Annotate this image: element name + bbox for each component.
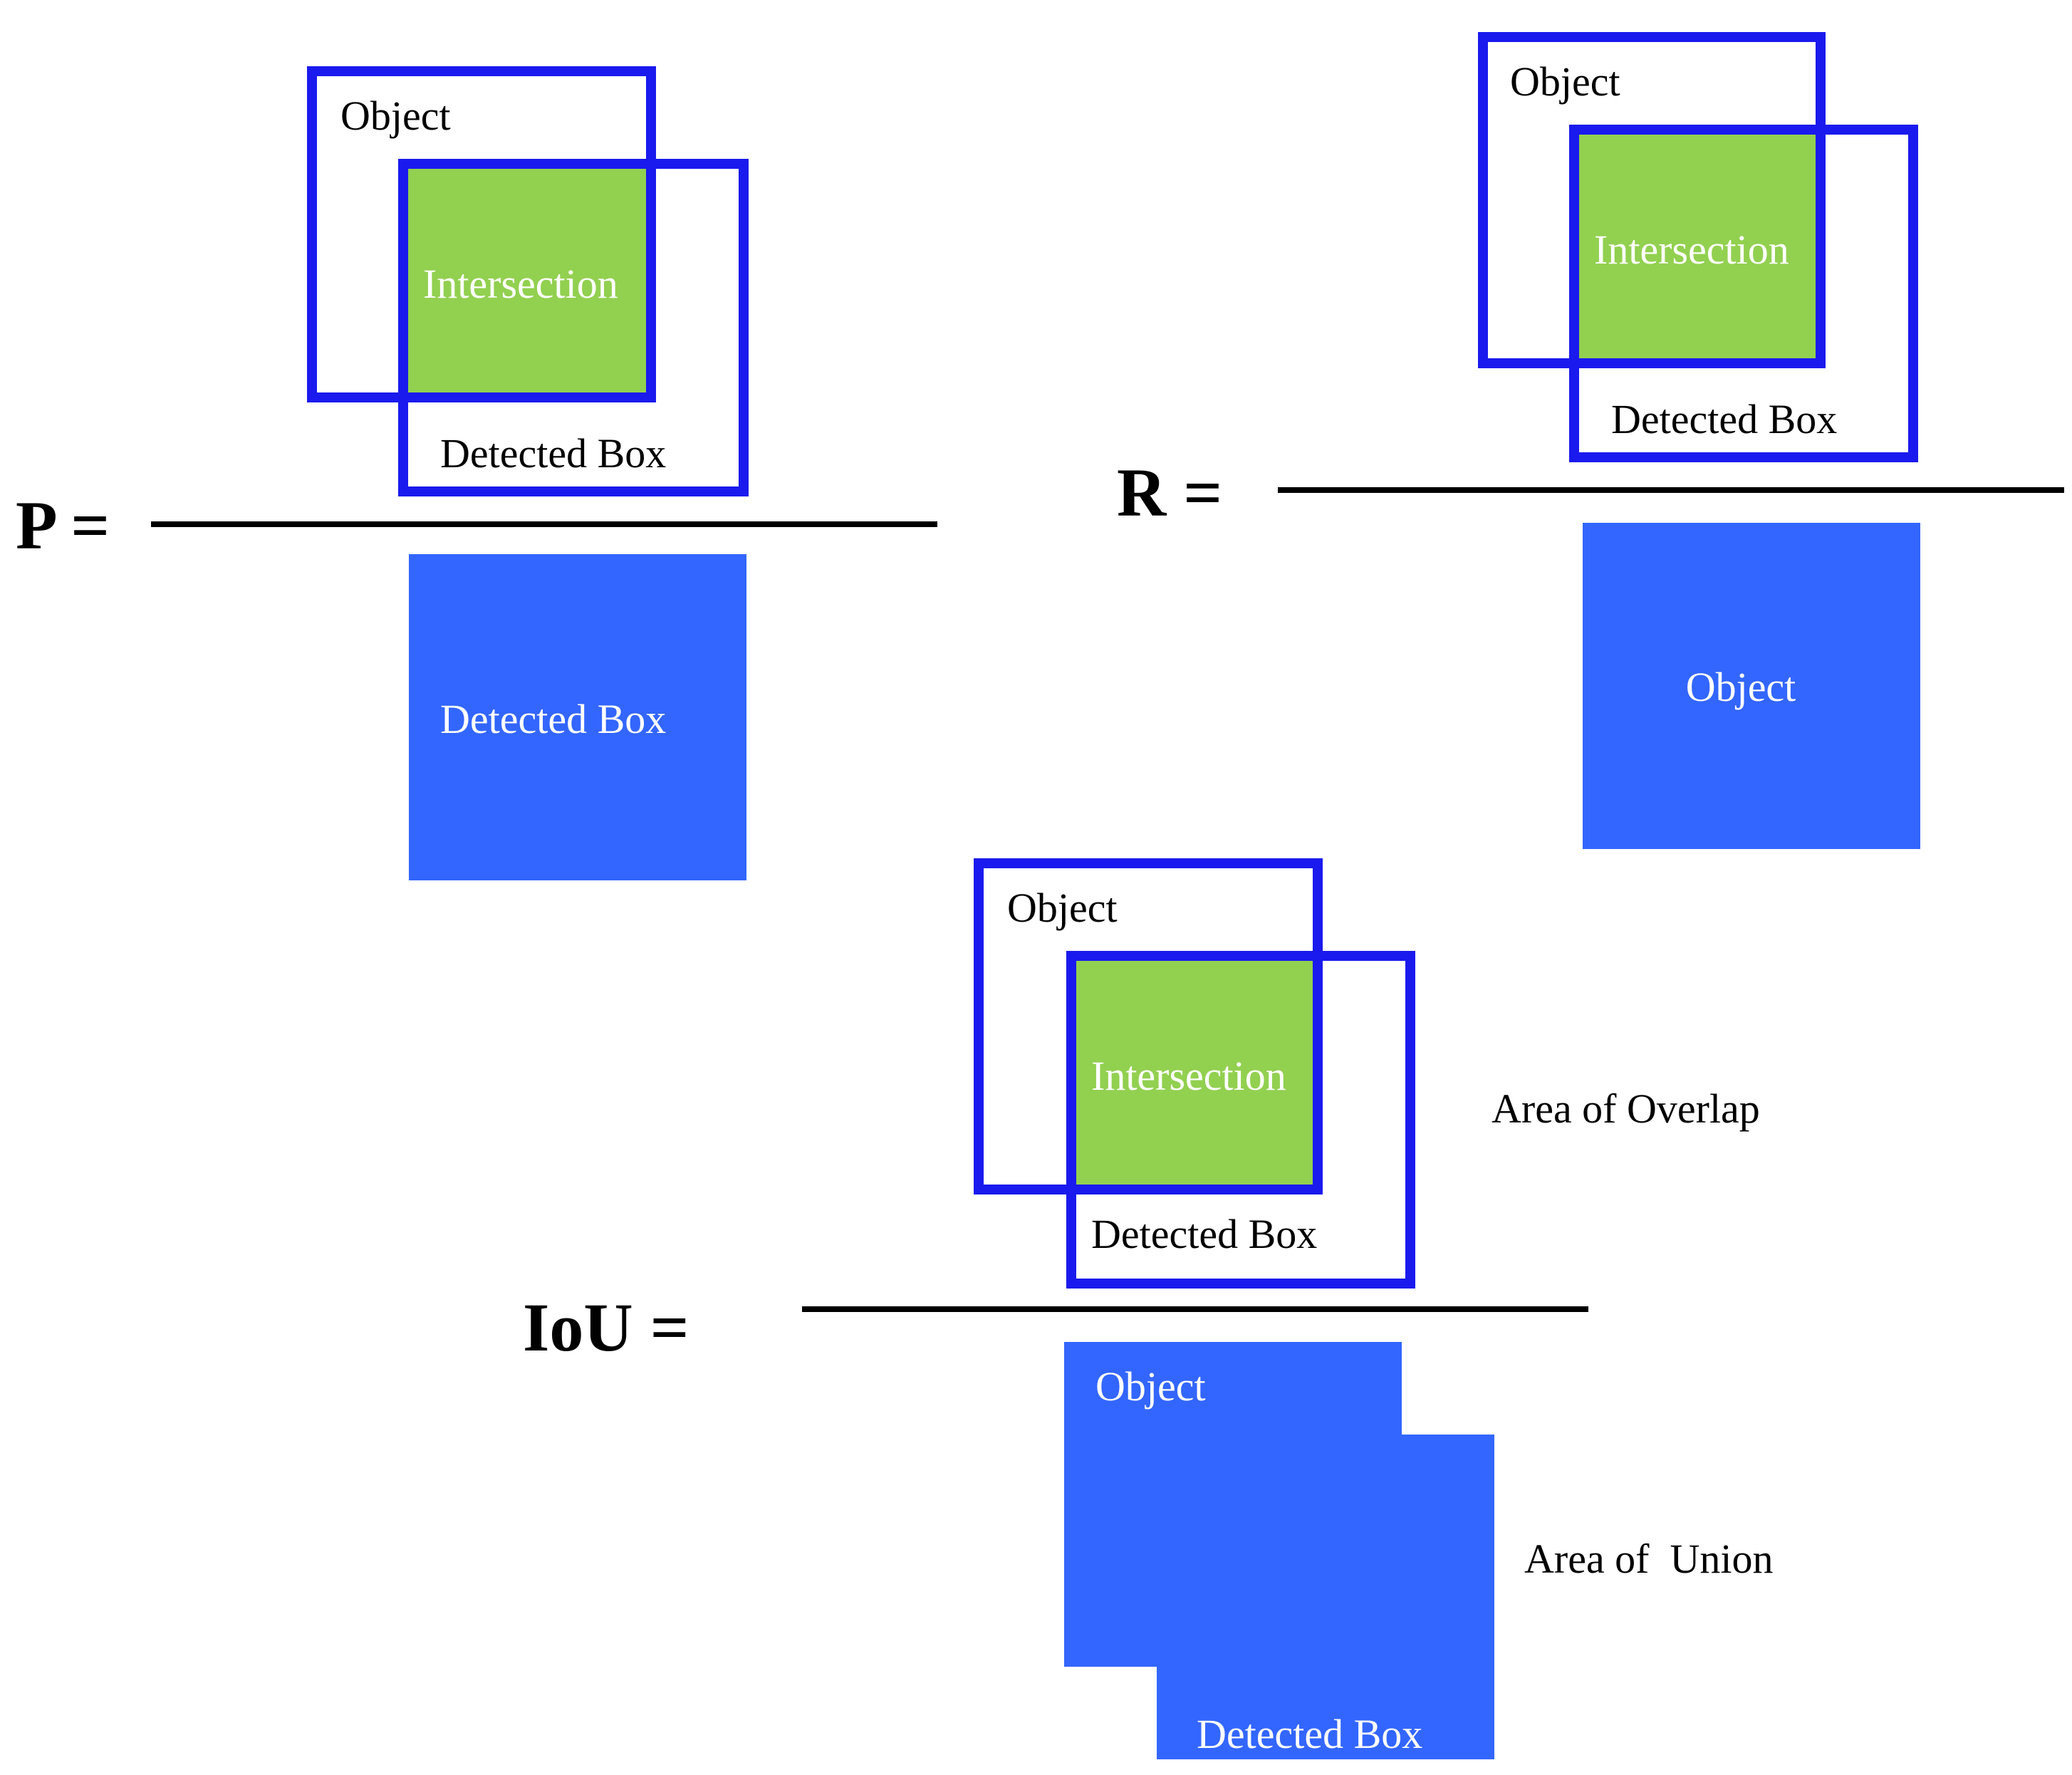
object-label: Object xyxy=(1510,58,1620,105)
intersection-label: Intersection xyxy=(423,261,618,307)
object-box-outline xyxy=(307,66,656,402)
detected-box-label: Detected Box xyxy=(1091,1211,1317,1257)
detected-box-area xyxy=(1157,1435,1494,1759)
intersection-area xyxy=(403,164,651,397)
intersection-label: Intersection xyxy=(1594,227,1789,273)
recall-numerator: Object Intersection Detected Box xyxy=(1478,32,1918,462)
object-area xyxy=(1583,523,1920,849)
area-of-union-caption: Area of Union xyxy=(1524,1536,1774,1582)
precision-numerator: Object Intersection Detected Box xyxy=(307,66,749,496)
recall-formula-label: R = xyxy=(1117,454,1222,531)
recall-denominator: Object xyxy=(1583,523,1920,849)
precision-denominator: Detected Box xyxy=(409,554,746,880)
intersection-label: Intersection xyxy=(1091,1053,1286,1099)
intersection-area xyxy=(1574,130,1821,363)
area-of-overlap-caption: Area of Overlap xyxy=(1491,1086,1760,1132)
precision-formula-label: P = xyxy=(16,487,110,563)
iou-numerator: Object Intersection Detected Box Area of… xyxy=(974,858,1760,1289)
detected-box-label: Detected Box xyxy=(1197,1711,1422,1757)
detected-box-outline xyxy=(1066,951,1415,1289)
object-box-outline xyxy=(974,858,1323,1194)
recall-formula: R = Object Intersection Detected Box Obj… xyxy=(1117,32,2064,849)
detected-box-area xyxy=(409,554,746,880)
detected-box-label: Detected Box xyxy=(440,696,666,742)
detected-box-label: Detected Box xyxy=(440,430,666,477)
object-label: Object xyxy=(1095,1363,1206,1410)
object-label: Object xyxy=(340,93,451,139)
object-label: Object xyxy=(1686,664,1796,710)
object-label: Object xyxy=(1007,885,1118,931)
detected-box-outline xyxy=(398,159,749,496)
object-box-outline xyxy=(1478,32,1826,368)
iou-denominator: Object Detected Box Area of Union xyxy=(1064,1342,1774,1759)
intersection-area xyxy=(1071,956,1318,1190)
detected-box-label: Detected Box xyxy=(1611,396,1837,442)
precision-formula: P = Object Intersection Detected Box Det… xyxy=(16,66,937,880)
detected-box-outline xyxy=(1569,125,1918,462)
iou-formula: IoU = Object Intersection Detected Box A… xyxy=(523,858,1774,1759)
iou-formula-label: IoU = xyxy=(523,1289,689,1365)
